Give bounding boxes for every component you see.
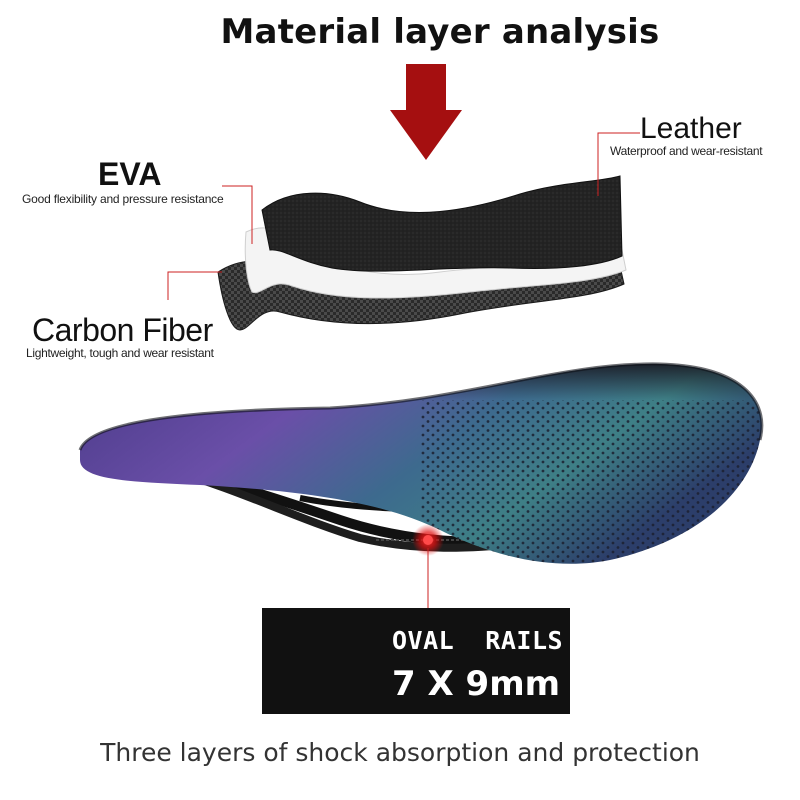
oval-rails-badge [262,608,570,714]
leather-layer [261,175,623,272]
eva-description: Good flexibility and pressure resistance [22,192,224,206]
leather-label: Leather [640,112,742,145]
carbon-fiber-label: Carbon Fiber [32,312,213,348]
oval-rails-size: 7 X 9mm [392,664,561,704]
carbon-callout-line [167,271,222,300]
leather-description: Waterproof and wear-resistant [610,144,763,158]
oval-rails-label: OVAL RAILS [392,626,564,655]
eva-label: EVA [98,156,162,192]
page-title: Material layer analysis [220,12,660,52]
leather-callout-line [597,132,640,196]
eva-callout-line [222,185,253,244]
down-arrow-icon [390,64,462,160]
carbon-fiber-description: Lightweight, tough and wear resistant [26,346,214,360]
caption: Three layers of shock absorption and pro… [100,738,700,767]
